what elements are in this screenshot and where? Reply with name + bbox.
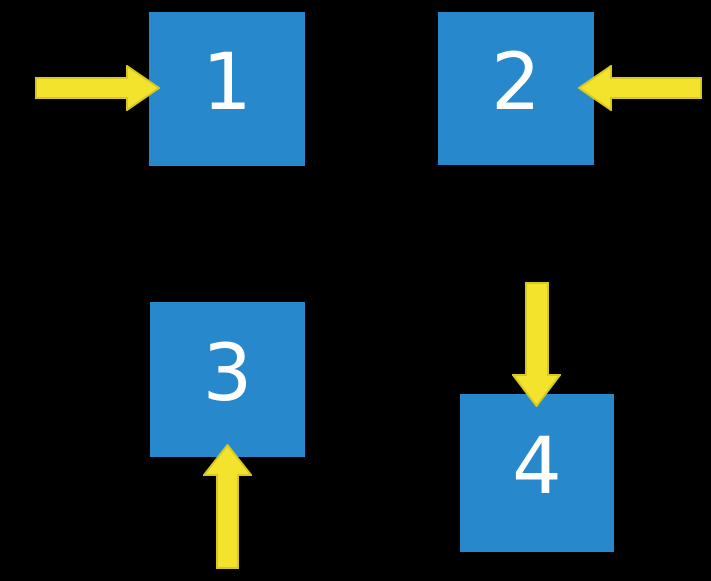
- arrow-right-icon: [35, 65, 160, 111]
- square-4[interactable]: 4: [460, 394, 614, 552]
- arrow-left-icon: [578, 65, 702, 111]
- square-3-label: 3: [202, 328, 253, 419]
- square-4-label: 4: [512, 422, 562, 512]
- square-1[interactable]: 1: [149, 12, 305, 166]
- square-2-label: 2: [491, 37, 541, 128]
- square-1-label: 1: [202, 38, 252, 128]
- square-3[interactable]: 3: [150, 302, 305, 457]
- arrow-down-icon: [512, 282, 561, 407]
- square-2[interactable]: 2: [438, 12, 594, 165]
- arrow-up-icon: [203, 444, 252, 569]
